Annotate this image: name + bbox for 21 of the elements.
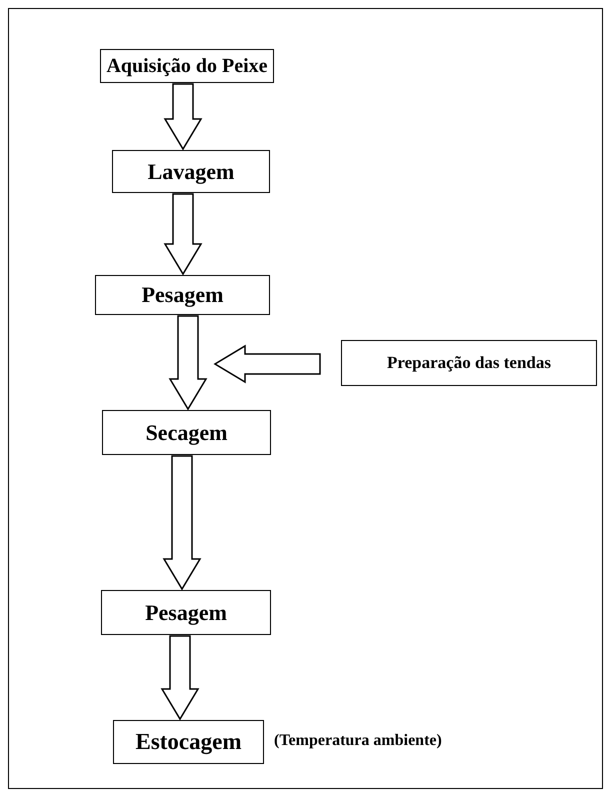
block-arrow (160, 635, 200, 720)
process-box (113, 720, 264, 764)
block-arrow (162, 455, 202, 590)
note-text: (Temperatura ambiente) (274, 732, 442, 750)
box-label: Aquisição do Peixe (106, 54, 268, 78)
box-label: Pesagem (145, 600, 227, 626)
process-box (341, 340, 597, 386)
process-box (101, 590, 271, 635)
box-label: Lavagem (148, 158, 234, 184)
process-box (100, 49, 274, 83)
block-arrow (164, 193, 202, 276)
box-label: Estocagem (135, 729, 242, 755)
box-label: Preparação das tendas (386, 353, 551, 373)
process-box (95, 275, 270, 315)
block-arrow (164, 83, 202, 150)
process-box (102, 410, 271, 455)
process-box (112, 150, 270, 193)
box-label: Pesagem (142, 282, 224, 308)
block-arrow (214, 344, 321, 384)
box-label: Secagem (146, 420, 228, 446)
block-arrow (168, 315, 208, 410)
